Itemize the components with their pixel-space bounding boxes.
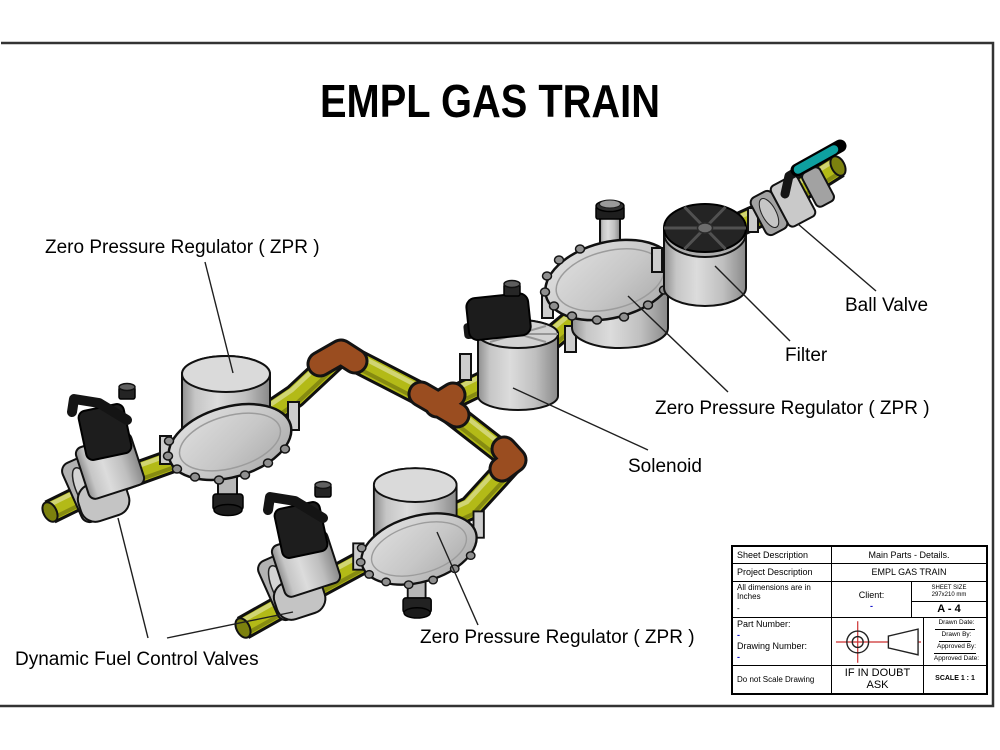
dimensions-dash: - [737,603,740,613]
sheet-size-label: SHEET SIZE [931,584,967,591]
label-zpr-top-left: Zero Pressure Regulator ( ZPR ) [45,237,320,258]
drawn-date-label: Drawn Date: [935,618,975,630]
label-zpr-bottom: Zero Pressure Regulator ( ZPR ) [420,627,695,648]
filter-unit [651,203,759,307]
page-title: EMPL GAS TRAIN [320,75,660,127]
leader-lines [117,223,877,639]
projection-symbol-icon [835,620,922,663]
label-solenoid: Solenoid [628,456,702,477]
solenoid-valve [459,279,577,411]
part-number-label: Part Number: [737,618,791,629]
zero-pressure-regulator-1 [158,354,302,517]
dimensions-note-line1: All dimensions are in [737,582,811,592]
label-filter: Filter [785,345,828,366]
label-zpr-right: Zero Pressure Regulator ( ZPR ) [655,398,930,419]
sheet-format: A - 4 [912,600,986,616]
client-label: Client: [858,590,885,601]
sheet-description-value: Main Parts - Details. [868,549,950,560]
project-description-label: Project Description [733,563,832,581]
dimensions-note-line2: Inches [737,591,761,601]
sheet-size-value: 297x210 mm [931,591,967,598]
label-ball-valve: Ball Valve [845,295,928,316]
ball-valve-unit [749,139,847,237]
drawn-by-label: Drawn By: [938,630,972,642]
valve-handle-lever [793,145,839,174]
approved-date-label: Approved Date: [933,655,980,663]
title-block: Sheet Description Main Parts - Details. … [731,545,988,695]
if-in-doubt-note: IF IN DOUBT ASK [832,665,924,693]
sheet-border [0,41,995,708]
project-description-value: EMPL GAS TRAIN [871,567,947,578]
part-number-value: - [737,629,740,640]
scale-note: SCALE 1 : 1 [935,675,975,683]
drawing-number-value: - [737,652,740,663]
drawing-number-label: Drawing Number: [737,641,808,652]
client-value: - [870,600,873,611]
sheet-description-label: Sheet Description [733,547,832,563]
pipe-end-caps [41,155,847,639]
pipe-fittings [306,338,528,483]
do-not-scale-note: Do not Scale Drawing [733,665,832,693]
approved-by-label: Approved By: [933,642,977,654]
solenoid-coil [463,292,532,341]
label-dynamic-fuel-control-valves: Dynamic Fuel Control Valves [15,649,259,670]
